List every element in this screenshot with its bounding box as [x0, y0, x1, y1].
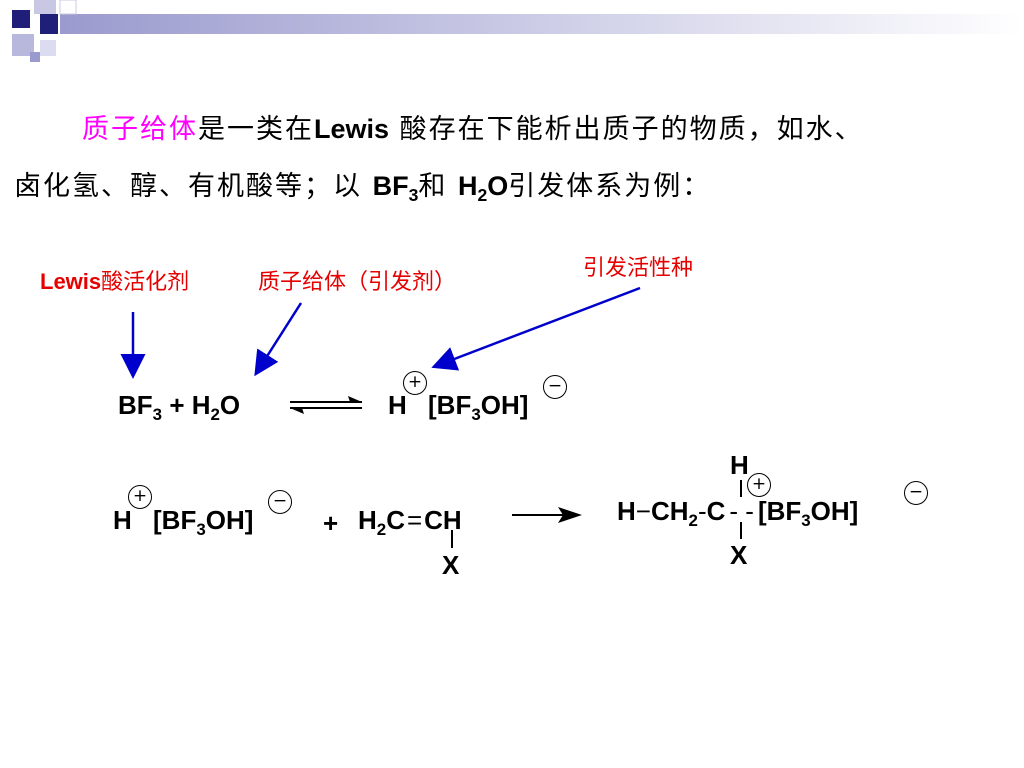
text: 和 — [418, 171, 458, 202]
subscript: 2 — [210, 404, 220, 424]
ionic-association: - - — [729, 496, 754, 526]
plus-sign: + — [169, 390, 185, 420]
vinyl-monomer: H2C=CH — [358, 505, 462, 540]
text: 酸活化剂 — [101, 270, 190, 295]
active-species-pointer-arrow — [431, 286, 641, 371]
text: [BF — [428, 390, 472, 420]
subscript: 2 — [477, 185, 488, 206]
positive-charge-icon: + — [128, 485, 152, 509]
text: H — [191, 390, 211, 420]
text: H — [358, 505, 377, 535]
text-carbon: C — [706, 496, 726, 526]
proton-donor-label: 质子给体（引发剂） — [258, 270, 457, 295]
intro-line-2: 卤化氢、醇、有机酸等；以 BF3和 H2O引发体系为例： — [14, 164, 711, 206]
text: 酸存在下能析出质子的物质，如水、 — [389, 114, 864, 145]
text: OH] — [810, 496, 859, 526]
product-h-bf3oh: H [BF3OH] — [388, 390, 528, 425]
text: OH] — [205, 505, 254, 535]
subscript: 2 — [688, 510, 698, 530]
intro-line-1: 质子给体是一类在Lewis 酸存在下能析出质子的物质，如水、 — [82, 107, 864, 146]
text: H — [113, 505, 132, 535]
active-species-label: 引发活性种 — [583, 256, 694, 281]
single-bond: − — [635, 496, 651, 526]
text: [BF — [153, 505, 197, 535]
reactants-bf3-h2o: BF3 + H2O — [118, 390, 240, 425]
positive-charge-icon: + — [747, 473, 771, 497]
negative-charge-icon: − — [904, 481, 928, 505]
subscript: 3 — [801, 510, 811, 530]
plus-sign: + — [323, 508, 339, 538]
subscript: 2 — [376, 519, 387, 539]
reactant-h-bf3oh: H [BF3OH] — [113, 505, 253, 540]
formula-bf: BF — [372, 171, 409, 201]
text: CH — [424, 505, 462, 535]
text: C — [386, 505, 405, 535]
text: OH] — [480, 390, 529, 420]
text: 是一类在 — [198, 114, 314, 145]
text: O — [219, 390, 241, 420]
text: 卤化氢、醇、有机酸等；以 — [14, 171, 373, 202]
positive-charge-icon: + — [403, 371, 427, 395]
text: H — [388, 390, 407, 420]
subscript: 3 — [471, 404, 481, 424]
equilibrium-arrow — [290, 396, 362, 414]
text: [BF — [757, 496, 802, 526]
text: 引发体系为例： — [508, 171, 712, 202]
product-substituent-x: X — [730, 540, 748, 570]
bond-dot: - — [697, 496, 707, 526]
carbocation-product: H−CH2-C- -[BF3OH] — [617, 496, 858, 531]
substituent-x: X — [442, 550, 460, 580]
text: H — [617, 496, 636, 526]
lewis-acid-activator-label: Lewis酸活化剂 — [40, 264, 189, 296]
slide-header-decoration — [12, 0, 1024, 62]
proton-donor-pointer-arrow — [254, 302, 303, 377]
text: BF — [118, 390, 153, 420]
formula-o: O — [487, 171, 509, 201]
subscript: 3 — [196, 519, 206, 539]
text: CH — [650, 496, 689, 526]
proton-donor-term: 质子给体 — [82, 114, 198, 145]
formula-h: H — [457, 171, 478, 201]
top-hydrogen: H — [730, 450, 749, 480]
reaction-arrow — [512, 507, 582, 523]
subscript: 3 — [408, 185, 419, 206]
negative-charge-icon: − — [268, 490, 292, 514]
text-lewis: Lewis — [40, 269, 102, 294]
double-bond: = — [406, 505, 423, 535]
negative-charge-icon: − — [543, 375, 567, 399]
subscript: 3 — [152, 404, 163, 424]
text-lewis: Lewis — [314, 114, 390, 144]
